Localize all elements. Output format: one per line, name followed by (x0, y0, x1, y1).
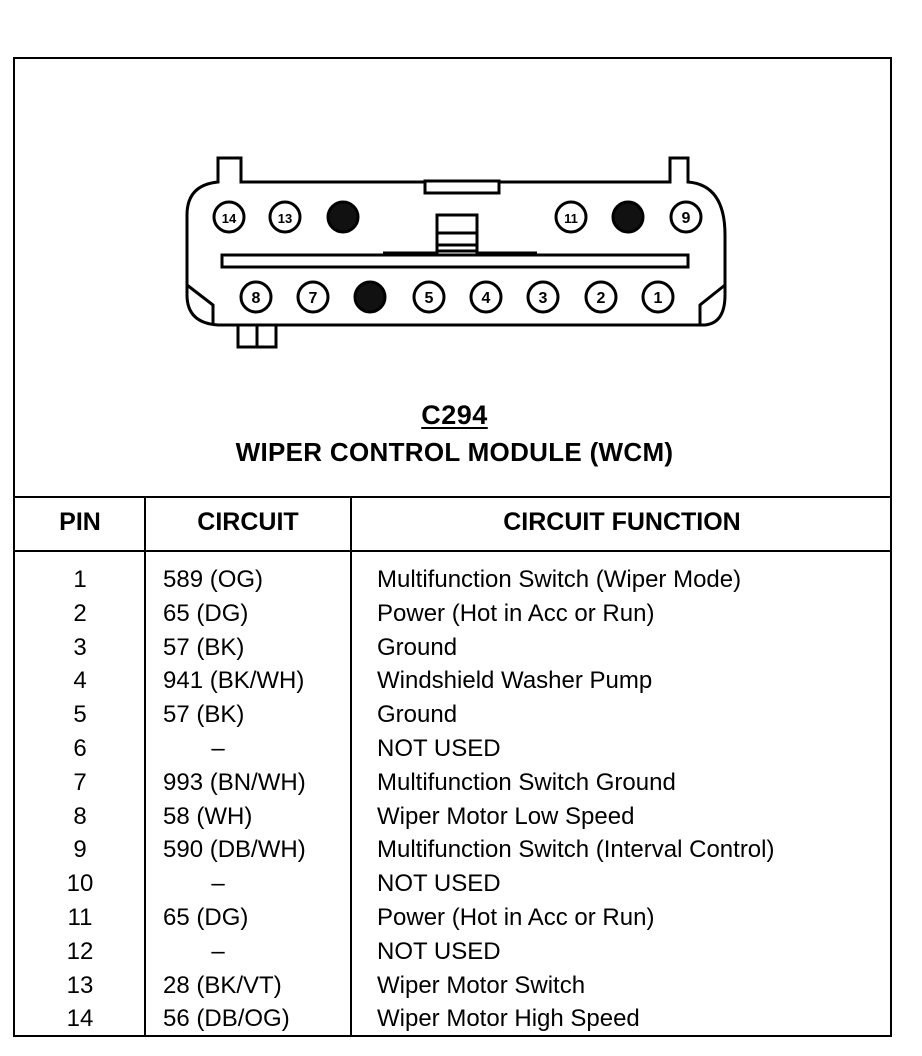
circuit-cell: 56 (DB/OG) (163, 1005, 290, 1033)
circuit-cell-dash: – (211, 870, 225, 898)
pin-number: 14 (222, 211, 237, 226)
diagram-frame (13, 57, 892, 1037)
pin-cavity: 13 (268, 200, 302, 234)
pin-cavity: 14 (212, 200, 246, 234)
header-pin: PIN (59, 508, 101, 536)
pin-cell: 9 (73, 836, 87, 864)
function-cell: Ground (377, 701, 458, 729)
circuit-cell-dash: – (211, 937, 225, 965)
pin-cavity: 1 (641, 280, 675, 314)
function-cell: Multifunction Switch (Wiper Mode) (377, 566, 742, 593)
function-cell: Windshield Washer Pump (377, 667, 653, 695)
table-header-border (13, 550, 892, 552)
pin-cell: 5 (73, 701, 87, 729)
connector-caption: C294 WIPER CONTROL MODULE (WCM) (0, 400, 909, 468)
function-cell: Ground (377, 633, 458, 661)
header-circuit-function: CIRCUIT FUNCTION (503, 508, 741, 536)
pin-cavity-filled: 6 (353, 280, 387, 314)
pin-cell: 14 (66, 1005, 94, 1033)
pin-number: 3 (539, 290, 548, 307)
connector-id: C294 (421, 400, 488, 430)
circuit-column: 589 (OG) 65 (DG) 57 (BK) 941 (BK/WH) 57 (BK)… (163, 563, 348, 1036)
function-column: Multifunction Switch (Wiper Mode) Power (… (377, 563, 887, 1036)
pin-number: 5 (425, 290, 434, 307)
function-cell: NOT USED (377, 937, 501, 965)
pin-cavity: 7 (296, 280, 330, 314)
header-circuit: CIRCUIT (197, 508, 299, 536)
column-divider (350, 496, 352, 1037)
pin-cell: 4 (73, 667, 87, 695)
circuit-cell: 57 (BK) (163, 633, 245, 661)
pin-cavity-filled: 10 (611, 200, 645, 234)
pin-cavity: 8 (239, 280, 273, 314)
pin-cell: 3 (73, 633, 87, 661)
function-cell: Power (Hot in Acc or Run) (377, 903, 655, 931)
pin-number: 8 (252, 290, 261, 307)
pin-cavity: 4 (469, 280, 503, 314)
circuit-cell-dash: – (211, 734, 225, 762)
circuit-cell: 65 (DG) (163, 903, 249, 931)
pin-cell: 11 (67, 903, 93, 931)
circuit-cell: 58 (WH) (163, 802, 253, 830)
pin-number: 10 (621, 211, 635, 226)
function-cell: NOT USED (377, 734, 501, 762)
pin-number: 13 (278, 211, 292, 226)
pin-cavity: 5 (412, 280, 446, 314)
function-cell: Power (Hot in Acc or Run) (377, 599, 655, 627)
circuit-cell: – (163, 867, 348, 901)
circuit-cell: 589 (OG) (163, 566, 264, 593)
pin-cell: 1 (73, 566, 87, 593)
table-top-border (13, 496, 892, 498)
pin-number: 12 (336, 211, 350, 226)
pin-cavity: 3 (526, 280, 560, 314)
circuit-cell: – (163, 935, 348, 969)
pin-cell: 6 (73, 734, 87, 762)
circuit-cell: 57 (BK) (163, 701, 245, 729)
function-cell: NOT USED (377, 870, 501, 898)
column-divider (144, 496, 146, 1037)
function-cell: Wiper Motor Low Speed (377, 802, 635, 830)
circuit-cell: 65 (DG) (163, 599, 249, 627)
circuit-cell: 941 (BK/WH) (163, 667, 305, 695)
pin-cell: 2 (73, 599, 87, 627)
pin-cavity: 9 (669, 200, 703, 234)
connector-face: 14 13 12 11 10 9 8 7 6 5 4 3 2 1 (185, 156, 727, 349)
pin-cavity: 2 (584, 280, 618, 314)
pin-number: 4 (482, 290, 491, 307)
function-cell: Wiper Motor High Speed (377, 1005, 640, 1033)
pin-number: 9 (682, 210, 691, 227)
circuit-cell: 28 (BK/VT) (163, 971, 282, 999)
function-cell: Multifunction Switch Ground (377, 768, 676, 796)
circuit-cell: – (163, 732, 348, 766)
pin-number: 6 (366, 290, 375, 307)
pin-cell: 8 (73, 802, 87, 830)
pin-row-top: 14 13 12 11 10 9 (212, 200, 703, 234)
pin-number: 11 (564, 211, 578, 226)
pin-row-bottom: 8 7 6 5 4 3 2 1 (239, 280, 675, 314)
pin-cell: 12 (66, 937, 94, 965)
pin-number: 7 (309, 290, 318, 307)
pin-cavity: 11 (554, 200, 588, 234)
circuit-cell: 590 (DB/WH) (163, 836, 306, 864)
function-cell: Wiper Motor Switch (377, 971, 586, 999)
pin-number: 2 (597, 290, 606, 307)
pin-number: 1 (654, 290, 663, 307)
pin-cell: 13 (66, 971, 94, 999)
pin-cell: 10 (66, 870, 94, 898)
pin-cavity-filled: 12 (326, 200, 360, 234)
module-name: WIPER CONTROL MODULE (WCM) (235, 437, 674, 467)
circuit-cell: 993 (BN/WH) (163, 768, 306, 796)
pin-cell: 7 (73, 768, 87, 796)
function-cell: Multifunction Switch (Interval Control) (377, 836, 775, 864)
